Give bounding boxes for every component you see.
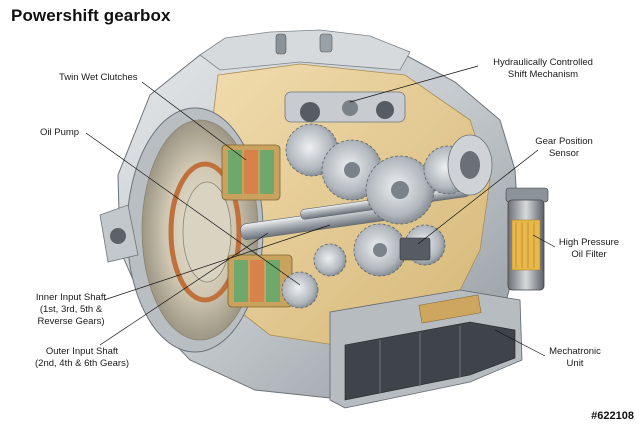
label-gear-sensor-line1: Gear Position bbox=[535, 136, 593, 147]
gear-position-sensor bbox=[399, 237, 431, 261]
label-oil-filter-line1: High Pressure bbox=[558, 237, 620, 248]
oil-pump-gear bbox=[281, 271, 319, 309]
leader-lines bbox=[85, 65, 556, 357]
label-gear-sensor-line2: Sensor bbox=[548, 148, 580, 159]
leader-hydraulic bbox=[349, 65, 479, 103]
label-high-pressure-oil-filter: High Pressure Oil Filter bbox=[553, 237, 625, 261]
label-mechatronic-line1: Mechatronic bbox=[549, 346, 601, 357]
label-hydraulic-shift: Hydraulically Controlled Shift Mechanism bbox=[478, 57, 608, 81]
label-gear-position-sensor: Gear Position Sensor bbox=[528, 136, 600, 160]
image-reference-number: #622108 bbox=[591, 410, 634, 422]
label-outer-shaft-line1: Outer Input Shaft bbox=[45, 346, 119, 357]
label-twin-wet-clutches: Twin Wet Clutches bbox=[59, 72, 138, 83]
leader-oil-pump bbox=[85, 132, 301, 286]
top-bolt-1 bbox=[275, 33, 287, 55]
mount-hole bbox=[110, 228, 126, 244]
top-housing bbox=[199, 29, 411, 71]
label-inner-input-shaft: Inner Input Shaft (1st, 3rd, 5th & Rever… bbox=[31, 292, 111, 328]
flywheel-inner bbox=[182, 181, 232, 283]
gear-7 bbox=[313, 243, 347, 277]
label-inner-shaft-line1: Inner Input Shaft bbox=[35, 292, 107, 303]
label-mechatronic-unit: Mechatronic Unit bbox=[543, 346, 607, 370]
leader-gear-sensor bbox=[417, 149, 539, 245]
label-oil-pump: Oil Pump bbox=[40, 127, 80, 138]
leader-inner-shaft bbox=[103, 224, 331, 301]
label-outer-input-shaft: Outer Input Shaft (2nd, 4th & 6th Gears) bbox=[23, 346, 141, 370]
leader-oil-filter bbox=[532, 234, 556, 248]
label-inner-shaft-line2: (1st, 3rd, 5th & bbox=[39, 304, 103, 315]
top-bolt-2 bbox=[319, 33, 333, 53]
leader-twin-clutches bbox=[141, 81, 247, 161]
flywheel-ring bbox=[168, 161, 242, 303]
label-outer-shaft-line2: (2nd, 4th & 6th Gears) bbox=[35, 358, 129, 369]
leader-mechatronic bbox=[494, 329, 546, 357]
label-hydraulic-line1: Hydraulically Controlled bbox=[493, 57, 593, 68]
diagram-title: Powershift gearbox bbox=[11, 6, 171, 25]
label-inner-shaft-line3: Reverse Gears) bbox=[37, 316, 105, 327]
label-hydraulic-line2: Shift Mechanism bbox=[507, 69, 579, 80]
label-oil-filter-line2: Oil Filter bbox=[571, 249, 607, 260]
leader-outer-shaft bbox=[99, 232, 269, 346]
label-mechatronic-line2: Unit bbox=[566, 358, 584, 369]
